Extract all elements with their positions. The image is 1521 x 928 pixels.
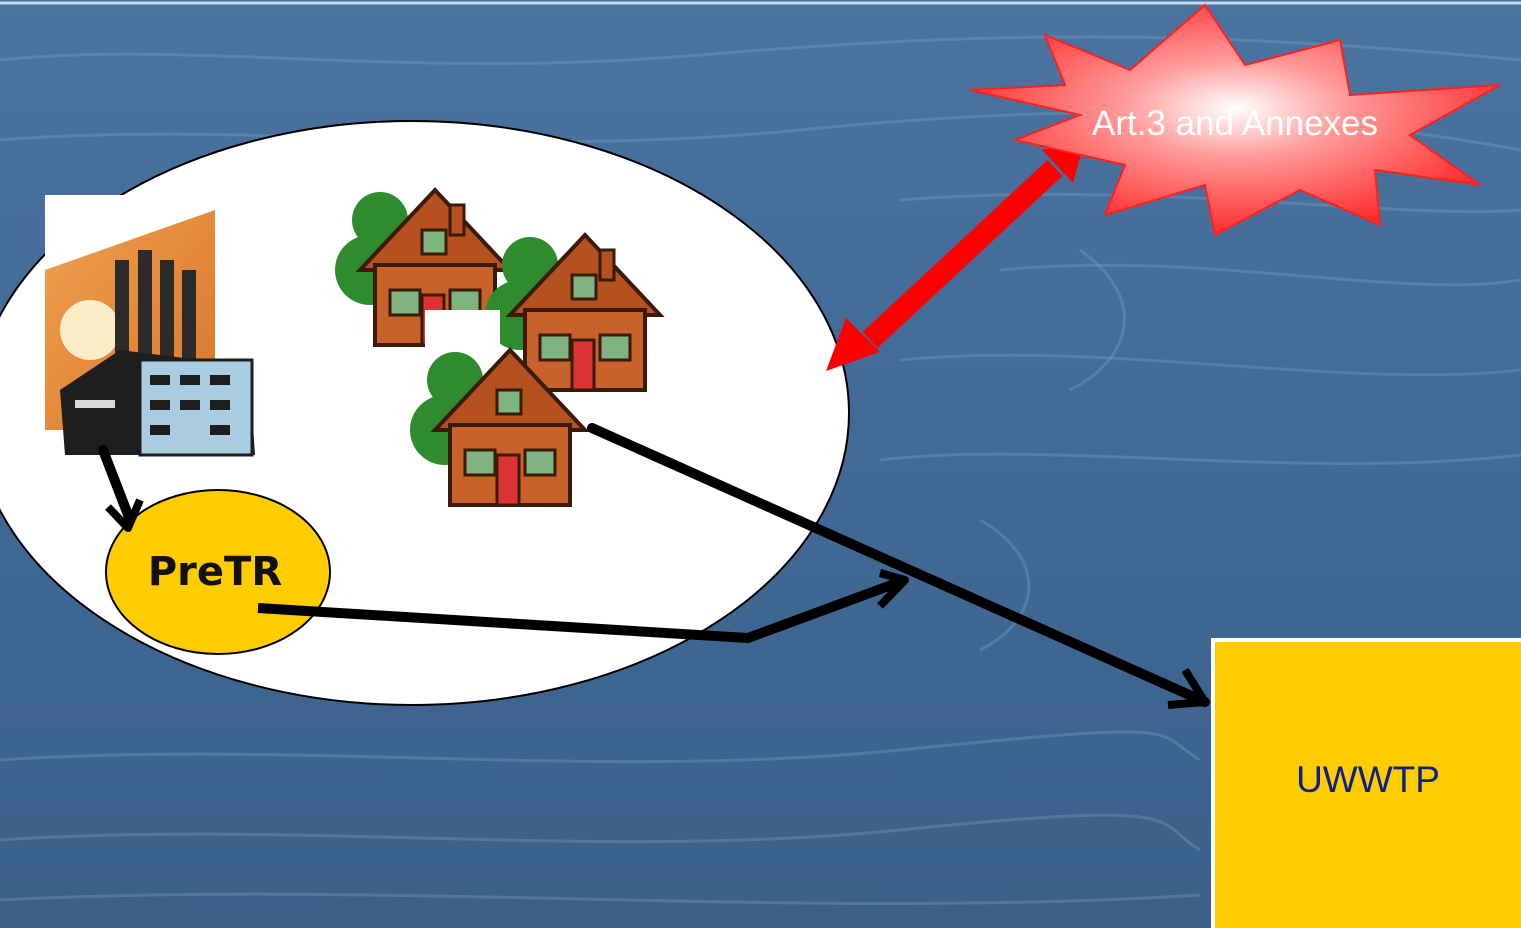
factory-icon xyxy=(45,195,260,455)
uwwtp-label: UWWTP xyxy=(1296,759,1440,800)
pretr-label: PreTR xyxy=(148,549,282,595)
art3-label: Art.3 and Annexes xyxy=(1092,104,1378,143)
